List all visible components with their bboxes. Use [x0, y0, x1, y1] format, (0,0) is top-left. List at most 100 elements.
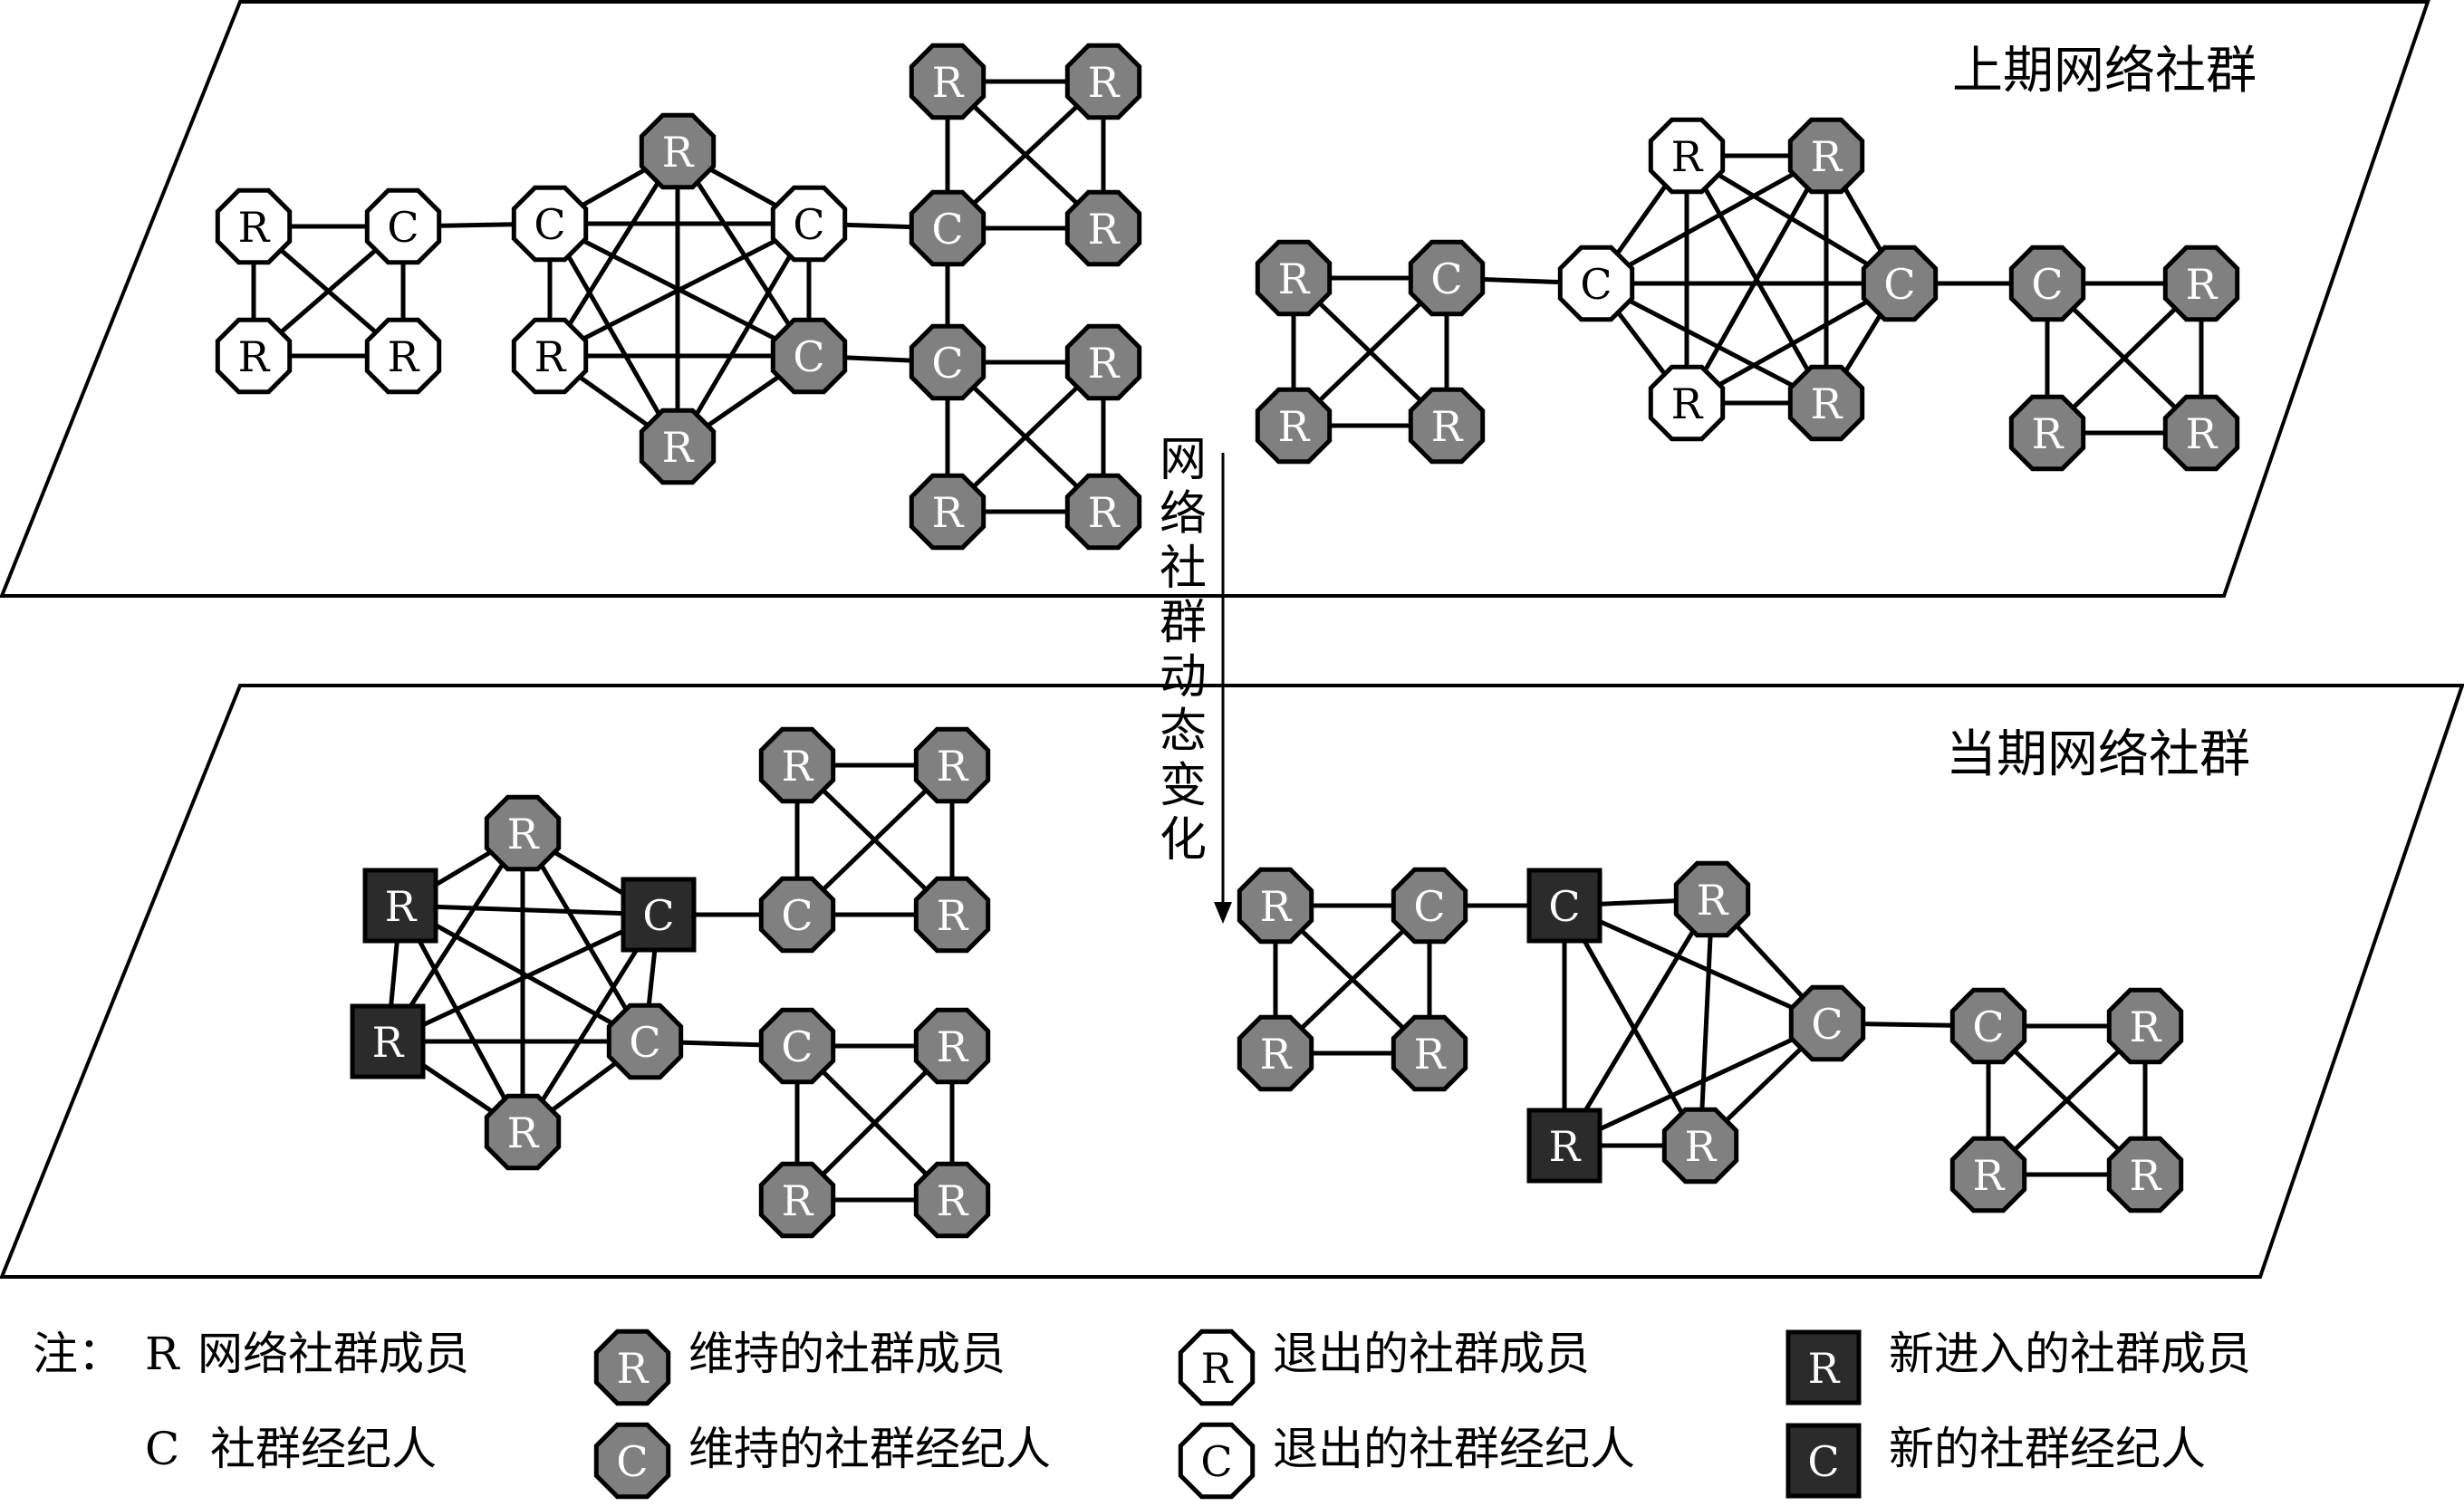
new-member-node: R	[1526, 1108, 1603, 1184]
maintained-member-node: R	[913, 1007, 991, 1085]
exited-broker-node: C	[511, 185, 589, 263]
maintained-member-node-shape	[1064, 473, 1142, 551]
maintained-member-node: R	[1064, 189, 1142, 267]
new-member-node-letter: R	[385, 882, 418, 931]
maintained-member-legend-icon: R	[593, 1329, 671, 1406]
maintained-member-node-letter: R	[2130, 1151, 2162, 1200]
maintained-member-node-shape	[1255, 239, 1333, 317]
maintained-member-node-letter: R	[2130, 1002, 2162, 1051]
maintained-member-node-letter: R	[932, 488, 965, 537]
exited-member-node: R	[1648, 117, 1726, 195]
exited-member-node: R	[511, 317, 589, 395]
maintained-member-node-shape	[758, 726, 836, 804]
maintained-broker-node-letter: C	[781, 1022, 813, 1071]
maintained-member-node-shape	[758, 1161, 836, 1239]
maintained-member-node-shape	[639, 112, 717, 190]
network-edge	[1685, 153, 1901, 286]
maintained-member-node: R	[1661, 1107, 1739, 1185]
maintained-member-node: R	[1064, 43, 1142, 120]
exited-broker-node-letter: C	[387, 203, 419, 252]
exited-broker-node-letter: C	[793, 200, 824, 249]
maintained-member-node-shape	[1661, 1107, 1739, 1185]
maintained-broker-node-letter: C	[2031, 260, 2063, 309]
exited-broker-node-shape	[364, 187, 442, 265]
maintained-member-node-shape	[913, 1007, 991, 1085]
arrow-label-char: 化	[1160, 813, 1207, 868]
legend-exited-member-text: 退出的社群成员	[1273, 1328, 1590, 1380]
maintained-member-node: R	[2106, 987, 2184, 1065]
exited-member-node-letter: R	[534, 332, 567, 381]
legend-row-member: 注： R 网络社群成员 R 维持的社群成员 R 退出的社群成员 R 新进入的社群…	[0, 1318, 2464, 1406]
new-broker-node: C	[621, 877, 697, 953]
exited-member-node-letter: R	[238, 203, 271, 252]
maintained-broker-node: C	[606, 1002, 684, 1080]
maintained-broker-node-letter: C	[1972, 1002, 2004, 1051]
network-edge	[399, 903, 647, 1044]
maintained-member-node: R	[1391, 1014, 1468, 1092]
maintained-broker-node-shape	[758, 1007, 836, 1085]
maintained-broker-node-shape	[909, 323, 987, 401]
maintained-member-node-letter: R	[1414, 1030, 1447, 1079]
maintained-member-node: R	[1673, 860, 1751, 938]
exited-member-node-letter: R	[1671, 379, 1704, 428]
maintained-broker-node: C	[758, 876, 836, 954]
arrow-label-char: 络	[1160, 487, 1207, 542]
network-edge	[1685, 281, 1901, 406]
maintained-broker-node-letter: C	[1883, 260, 1915, 309]
new-broker-node: C	[1526, 868, 1603, 944]
maintained-broker-node-shape	[1861, 245, 1939, 322]
network-edge	[675, 149, 812, 358]
arrow-label-char: 网	[1160, 433, 1207, 487]
network-edge	[1563, 903, 1829, 1026]
maintained-member-node-letter: R	[1278, 402, 1311, 451]
new-member-legend-node-shape	[1785, 1329, 1862, 1405]
maintained-member-node: R	[2162, 394, 2240, 472]
maintained-member-symbol: R	[589, 1327, 676, 1413]
previous-period-title: 上期网络社群	[1952, 42, 2257, 101]
exited-member-node-shape	[1648, 117, 1726, 195]
maintained-broker-node: C	[909, 323, 987, 401]
previous-period-panel	[0, 0, 2430, 598]
exited-broker-symbol: C	[1173, 1420, 1260, 1506]
maintained-broker-node: C	[1949, 987, 2027, 1065]
legend-key-letter-r: R	[145, 1328, 179, 1380]
arrow-label-char: 群	[1160, 596, 1207, 650]
maintained-member-node-shape	[1408, 387, 1486, 465]
new-broker-node-shape	[1526, 868, 1603, 944]
dynamic-change-arrowhead	[1214, 902, 1232, 924]
maintained-member-node-shape	[1064, 189, 1142, 267]
maintained-broker-node-shape	[770, 317, 848, 395]
maintained-broker-node-letter: C	[629, 1018, 660, 1067]
current-period-panel	[0, 684, 2464, 1279]
exited-broker-legend-node: C	[1178, 1422, 1256, 1500]
maintained-member-node-letter: R	[1973, 1151, 2006, 1200]
maintained-broker-node-shape	[909, 189, 987, 267]
maintained-member-node: R	[1237, 867, 1314, 945]
maintained-member-node-shape	[913, 1161, 991, 1239]
maintained-member-node: R	[484, 794, 562, 872]
exited-broker-node-letter: C	[534, 200, 565, 249]
maintained-member-node: R	[1949, 1136, 2027, 1213]
new-member-node-letter: R	[372, 1018, 405, 1067]
maintained-broker-node-letter: C	[1413, 882, 1445, 931]
maintained-member-legend-node-shape	[593, 1329, 671, 1406]
maintained-broker-symbol: C	[589, 1420, 676, 1506]
network-edge	[1562, 904, 1703, 1147]
new-member-node-shape	[362, 868, 438, 944]
network-edge	[399, 903, 659, 917]
exited-broker-node: C	[770, 185, 848, 263]
new-broker-node-shape	[621, 877, 697, 953]
maintained-broker-node: C	[2008, 245, 2086, 322]
exited-member-node-shape	[511, 317, 589, 395]
maintained-member-node-letter: R	[937, 891, 969, 940]
maintained-broker-node: C	[909, 189, 987, 267]
new-member-legend-node-letter: R	[1808, 1344, 1841, 1393]
maintained-member-node-letter: R	[1088, 339, 1121, 388]
maintained-broker-legend-icon: C	[593, 1422, 671, 1500]
new-broker-symbol: C	[1780, 1420, 1867, 1506]
maintained-broker-node-letter: C	[931, 339, 963, 388]
arrow-label-char: 态	[1160, 705, 1207, 759]
maintained-member-legend-node: R	[593, 1329, 671, 1406]
maintained-member-node: R	[913, 726, 991, 804]
